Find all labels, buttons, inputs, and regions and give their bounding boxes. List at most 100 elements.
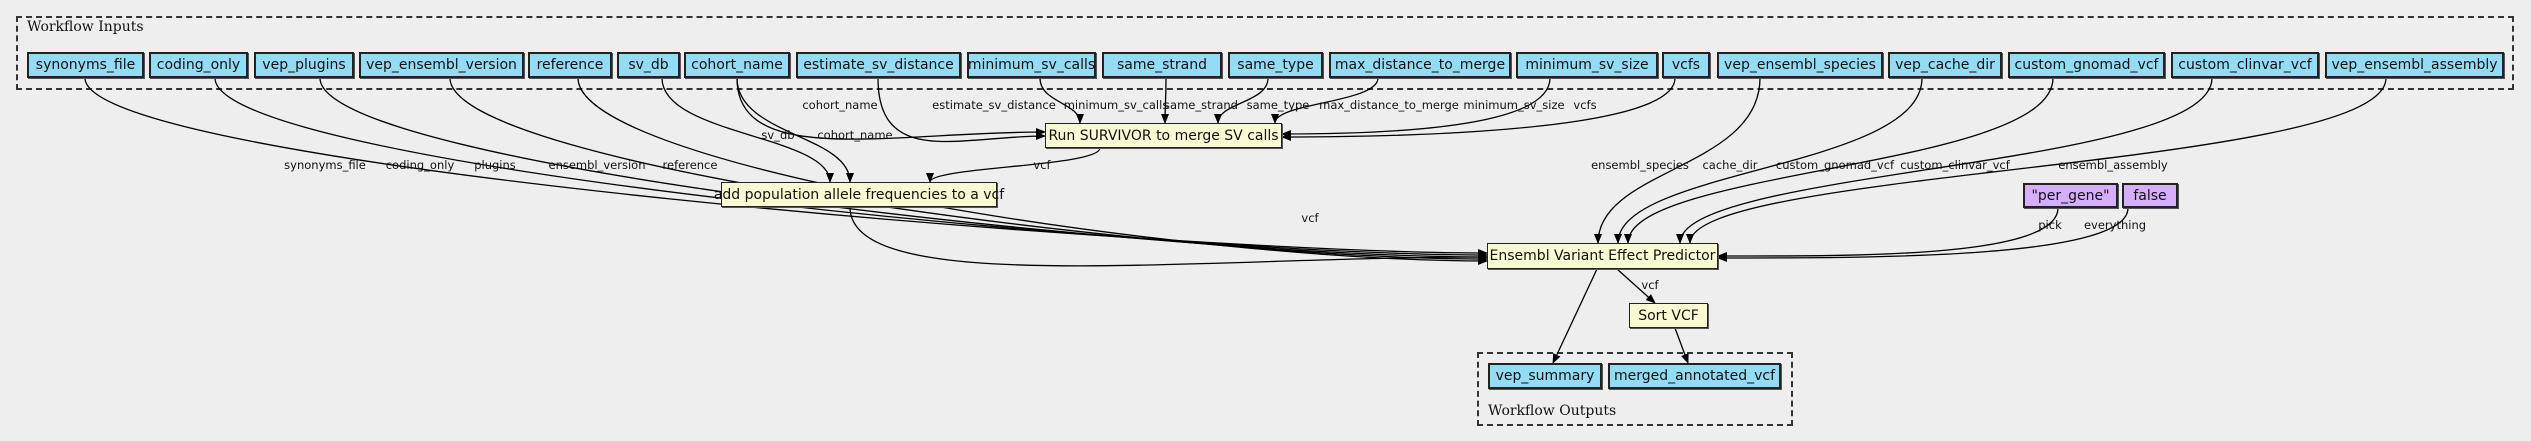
literal-node-per-gene[interactable]: "per_gene" [2023,183,2118,208]
edge-custom-gnomad-vcf-to-vep [1624,77,2054,244]
step-node-add-pop[interactable]: add population allele frequencies to a v… [714,182,1004,207]
edge-label: plugins [474,158,516,172]
input-node-synonyms-file[interactable]: synonyms_file [27,52,144,78]
edge-per-gene-to-vep [1717,207,2059,261]
edge-false-to-vep [1717,207,2129,262]
edge-label: vcf [1033,158,1051,172]
node-label: Run SURVIVOR to merge SV calls [1048,127,1279,144]
node-label: false [2133,187,2167,204]
edge-label: synonyms_file [284,158,366,172]
edge-vcfs-to-survivor [1281,77,1676,141]
input-node-vep-ensembl-assembly[interactable]: vep_ensembl_assembly [2325,52,2504,78]
node-label: same_strand [1116,57,1207,73]
input-node-same-strand[interactable]: same_strand [1102,52,1222,78]
input-node-max-distance-to-merge[interactable]: max_distance_to_merge [1329,52,1511,78]
node-label: estimate_sv_distance [803,57,954,73]
node-label: merged_annotated_vcf [1613,368,1775,384]
edge-vep-to-sort [1616,268,1656,304]
step-node-sort[interactable]: Sort VCF [1629,303,1708,328]
input-node-same-type[interactable]: same_type [1228,52,1323,78]
edge-cohort-name-to-add-pop [736,77,854,183]
input-node-custom-clinvar-vcf[interactable]: custom_clinvar_vcf [2171,52,2319,78]
node-label: add population allele frequencies to a v… [713,186,1005,203]
output-node-vep-summary[interactable]: vep_summary [1488,363,1602,389]
edge-label: vcf [1641,278,1659,292]
edge-label: custom_clinvar_vcf [1900,158,2010,172]
step-node-vep[interactable]: Ensembl Variant Effect Predictor [1487,243,1718,269]
input-node-vep-ensembl-version[interactable]: vep_ensembl_version [359,52,524,78]
literal-node-false[interactable]: false [2122,183,2178,208]
edge-estimate-sv-distance-to-survivor [877,77,1046,143]
node-label: custom_clinvar_vcf [2178,57,2312,73]
node-label: vcfs [1671,57,1701,73]
edge-label: coding_only [385,158,455,172]
node-label: minimum_sv_calls [967,57,1096,73]
node-label: coding_only [156,57,241,73]
edge-add-pop-to-vep [849,206,1488,267]
edge-cohort-name-to-survivor [736,77,1046,140]
node-label: reference [536,57,604,73]
node-label: sv_db [628,57,669,73]
edge-label: minimum_sv_size [1463,98,1565,112]
edge-synonyms-file-to-vep [84,77,1488,257]
edge-same-strand-to-survivor [1161,77,1170,124]
edge-label: max_distance_to_merge [1319,98,1459,112]
workflow-outputs-title: Workflow Outputs [1488,403,1617,419]
workflow-outputs-cluster [1477,352,1793,426]
node-label: same_type [1237,57,1314,73]
edge-label: minimum_sv_calls [1063,98,1169,112]
edge-label: ensembl_assembly [2058,158,2168,172]
input-node-vcfs[interactable]: vcfs [1662,52,1710,78]
edge-vep-ensembl-assembly-to-vep [1686,77,2387,244]
edge-label: sv_db [761,128,795,142]
edge-label: custom_gnomad_vcf [1775,158,1895,172]
edge-label: same_strand [1164,98,1238,112]
node-label: cohort_name [691,57,783,73]
edge-label: reference [662,158,718,172]
input-node-minimum-sv-calls[interactable]: minimum_sv_calls [967,52,1096,78]
node-label: vep_ensembl_assembly [2331,57,2498,73]
edge-vep-ensembl-species-to-vep [1594,77,1761,244]
workflow-inputs-cluster [16,16,2514,90]
edge-label: ensembl_version [548,158,646,172]
node-label: vep_cache_dir [1895,57,1995,73]
node-label: vep_plugins [262,57,346,73]
edge-sv-db-to-add-pop [661,77,834,183]
output-node-merged-annotated-vcf[interactable]: merged_annotated_vcf [1608,363,1781,389]
edge-label: everything [2083,218,2147,232]
node-label: synonyms_file [35,57,136,73]
node-label: max_distance_to_merge [1334,57,1506,73]
edge-label: cohort_name [817,128,893,142]
edge-label: same_type [1246,98,1310,112]
edge-minimum-sv-calls-to-survivor [1039,77,1084,124]
input-node-estimate-sv-distance[interactable]: estimate_sv_distance [796,52,961,78]
edge-label: estimate_sv_distance [932,98,1056,112]
edge-label: vcfs [1573,98,1597,112]
input-node-sv-db[interactable]: sv_db [617,52,680,78]
node-label: Ensembl Variant Effect Predictor [1489,248,1716,264]
node-label: "per_gene" [2031,187,2110,204]
node-label: Sort VCF [1638,307,1699,324]
edge-sort-to-merged-annotated-vcf [1674,327,1689,364]
input-node-cohort-name[interactable]: cohort_name [684,52,790,78]
edge-minimum-sv-size-to-survivor [1281,77,1551,138]
edge-survivor-to-add-pop [926,147,1101,183]
input-node-vep-cache-dir[interactable]: vep_cache_dir [1888,52,2002,78]
input-node-custom-gnomad-vcf[interactable]: custom_gnomad_vcf [2008,52,2165,78]
edge-label: cache_dir [1702,158,1758,172]
edge-label: pick [2038,218,2062,232]
edge-custom-clinvar-vcf-to-vep [1676,77,2213,244]
input-node-minimum-sv-size[interactable]: minimum_sv_size [1516,52,1658,78]
edge-label: ensembl_species [1591,158,1689,172]
edge-same-type-to-survivor [1214,77,1269,124]
input-node-vep-plugins[interactable]: vep_plugins [254,52,354,78]
input-node-vep-ensembl-species[interactable]: vep_ensembl_species [1717,52,1883,78]
workflow-inputs-title: Workflow Inputs [27,19,144,35]
edge-vep-to-vep-summary [1552,268,1598,364]
edge-label: cohort_name [802,98,878,112]
input-node-reference[interactable]: reference [528,52,612,78]
step-node-survivor[interactable]: Run SURVIVOR to merge SV calls [1045,123,1282,148]
edge-label: vcf [1301,211,1319,225]
input-node-coding-only[interactable]: coding_only [149,52,248,78]
